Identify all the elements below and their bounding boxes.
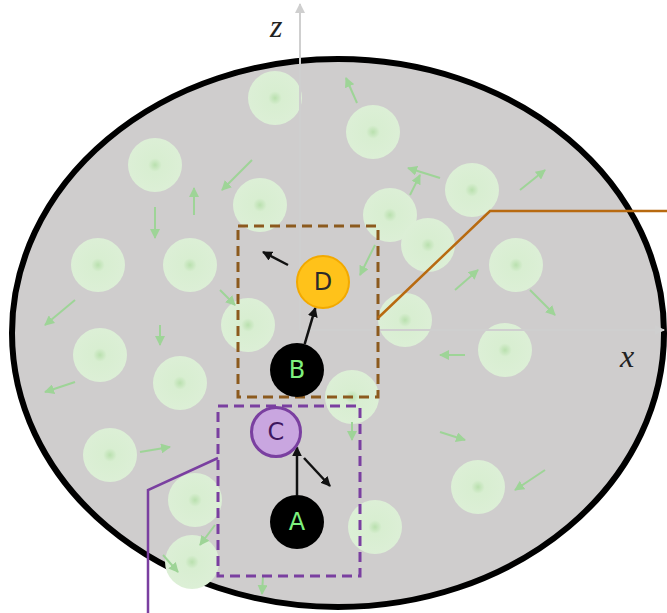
particle [73,328,127,382]
velocity-arrow [163,555,178,572]
velocity-arrow [515,470,545,490]
particle-c: C [250,406,302,458]
particle [346,105,400,159]
motion-arrow [263,252,288,265]
particle [233,178,287,232]
x-axis [300,329,664,331]
particle [128,138,182,192]
particle [348,500,402,554]
axis-label: z [270,10,282,42]
velocity-arrow [410,175,420,195]
node-letter: C [268,420,285,444]
velocity-arrow [159,325,161,345]
particle [165,535,219,589]
velocity-arrow [140,447,170,452]
particle [451,460,505,514]
particle [378,293,432,347]
particle-a: A [270,495,324,549]
particle [71,238,125,292]
particle [153,356,207,410]
velocity-arrow [440,432,465,440]
particle [221,298,275,352]
motion-arrow [296,447,299,495]
velocity-arrow [455,270,478,290]
dashed-box [218,406,360,576]
motion-arrow [305,308,316,344]
velocity-arrow [530,290,555,315]
particle-b: B [270,343,324,397]
node-letter: D [314,270,332,294]
particle [489,238,543,292]
particle [401,218,455,272]
leader-line [378,211,667,318]
dashed-box [238,226,378,397]
velocity-arrow [45,382,75,392]
node-letter: A [289,510,305,534]
particle [478,323,532,377]
velocity-arrow [220,290,235,305]
velocity-arrow [346,78,357,103]
velocity-arrow [440,354,465,356]
medium-region [12,59,664,607]
velocity-arrow [154,207,156,238]
velocity-arrow [360,245,375,275]
leader-line [148,458,218,613]
particle [248,71,302,125]
velocity-arrow [45,300,75,325]
axis-label: x [620,340,634,372]
particle [83,428,137,482]
velocity-arrow [520,170,545,190]
velocity-arrow [262,576,263,594]
particle [168,473,222,527]
particle [445,163,499,217]
velocity-arrow [200,525,215,545]
particle-d: D [296,255,350,309]
motion-arrow [304,458,330,486]
velocity-arrow [193,188,195,215]
velocity-arrow [408,168,440,178]
velocity-arrow [351,422,353,440]
particle [163,238,217,292]
node-letter: B [289,358,305,382]
velocity-arrow [222,160,252,190]
